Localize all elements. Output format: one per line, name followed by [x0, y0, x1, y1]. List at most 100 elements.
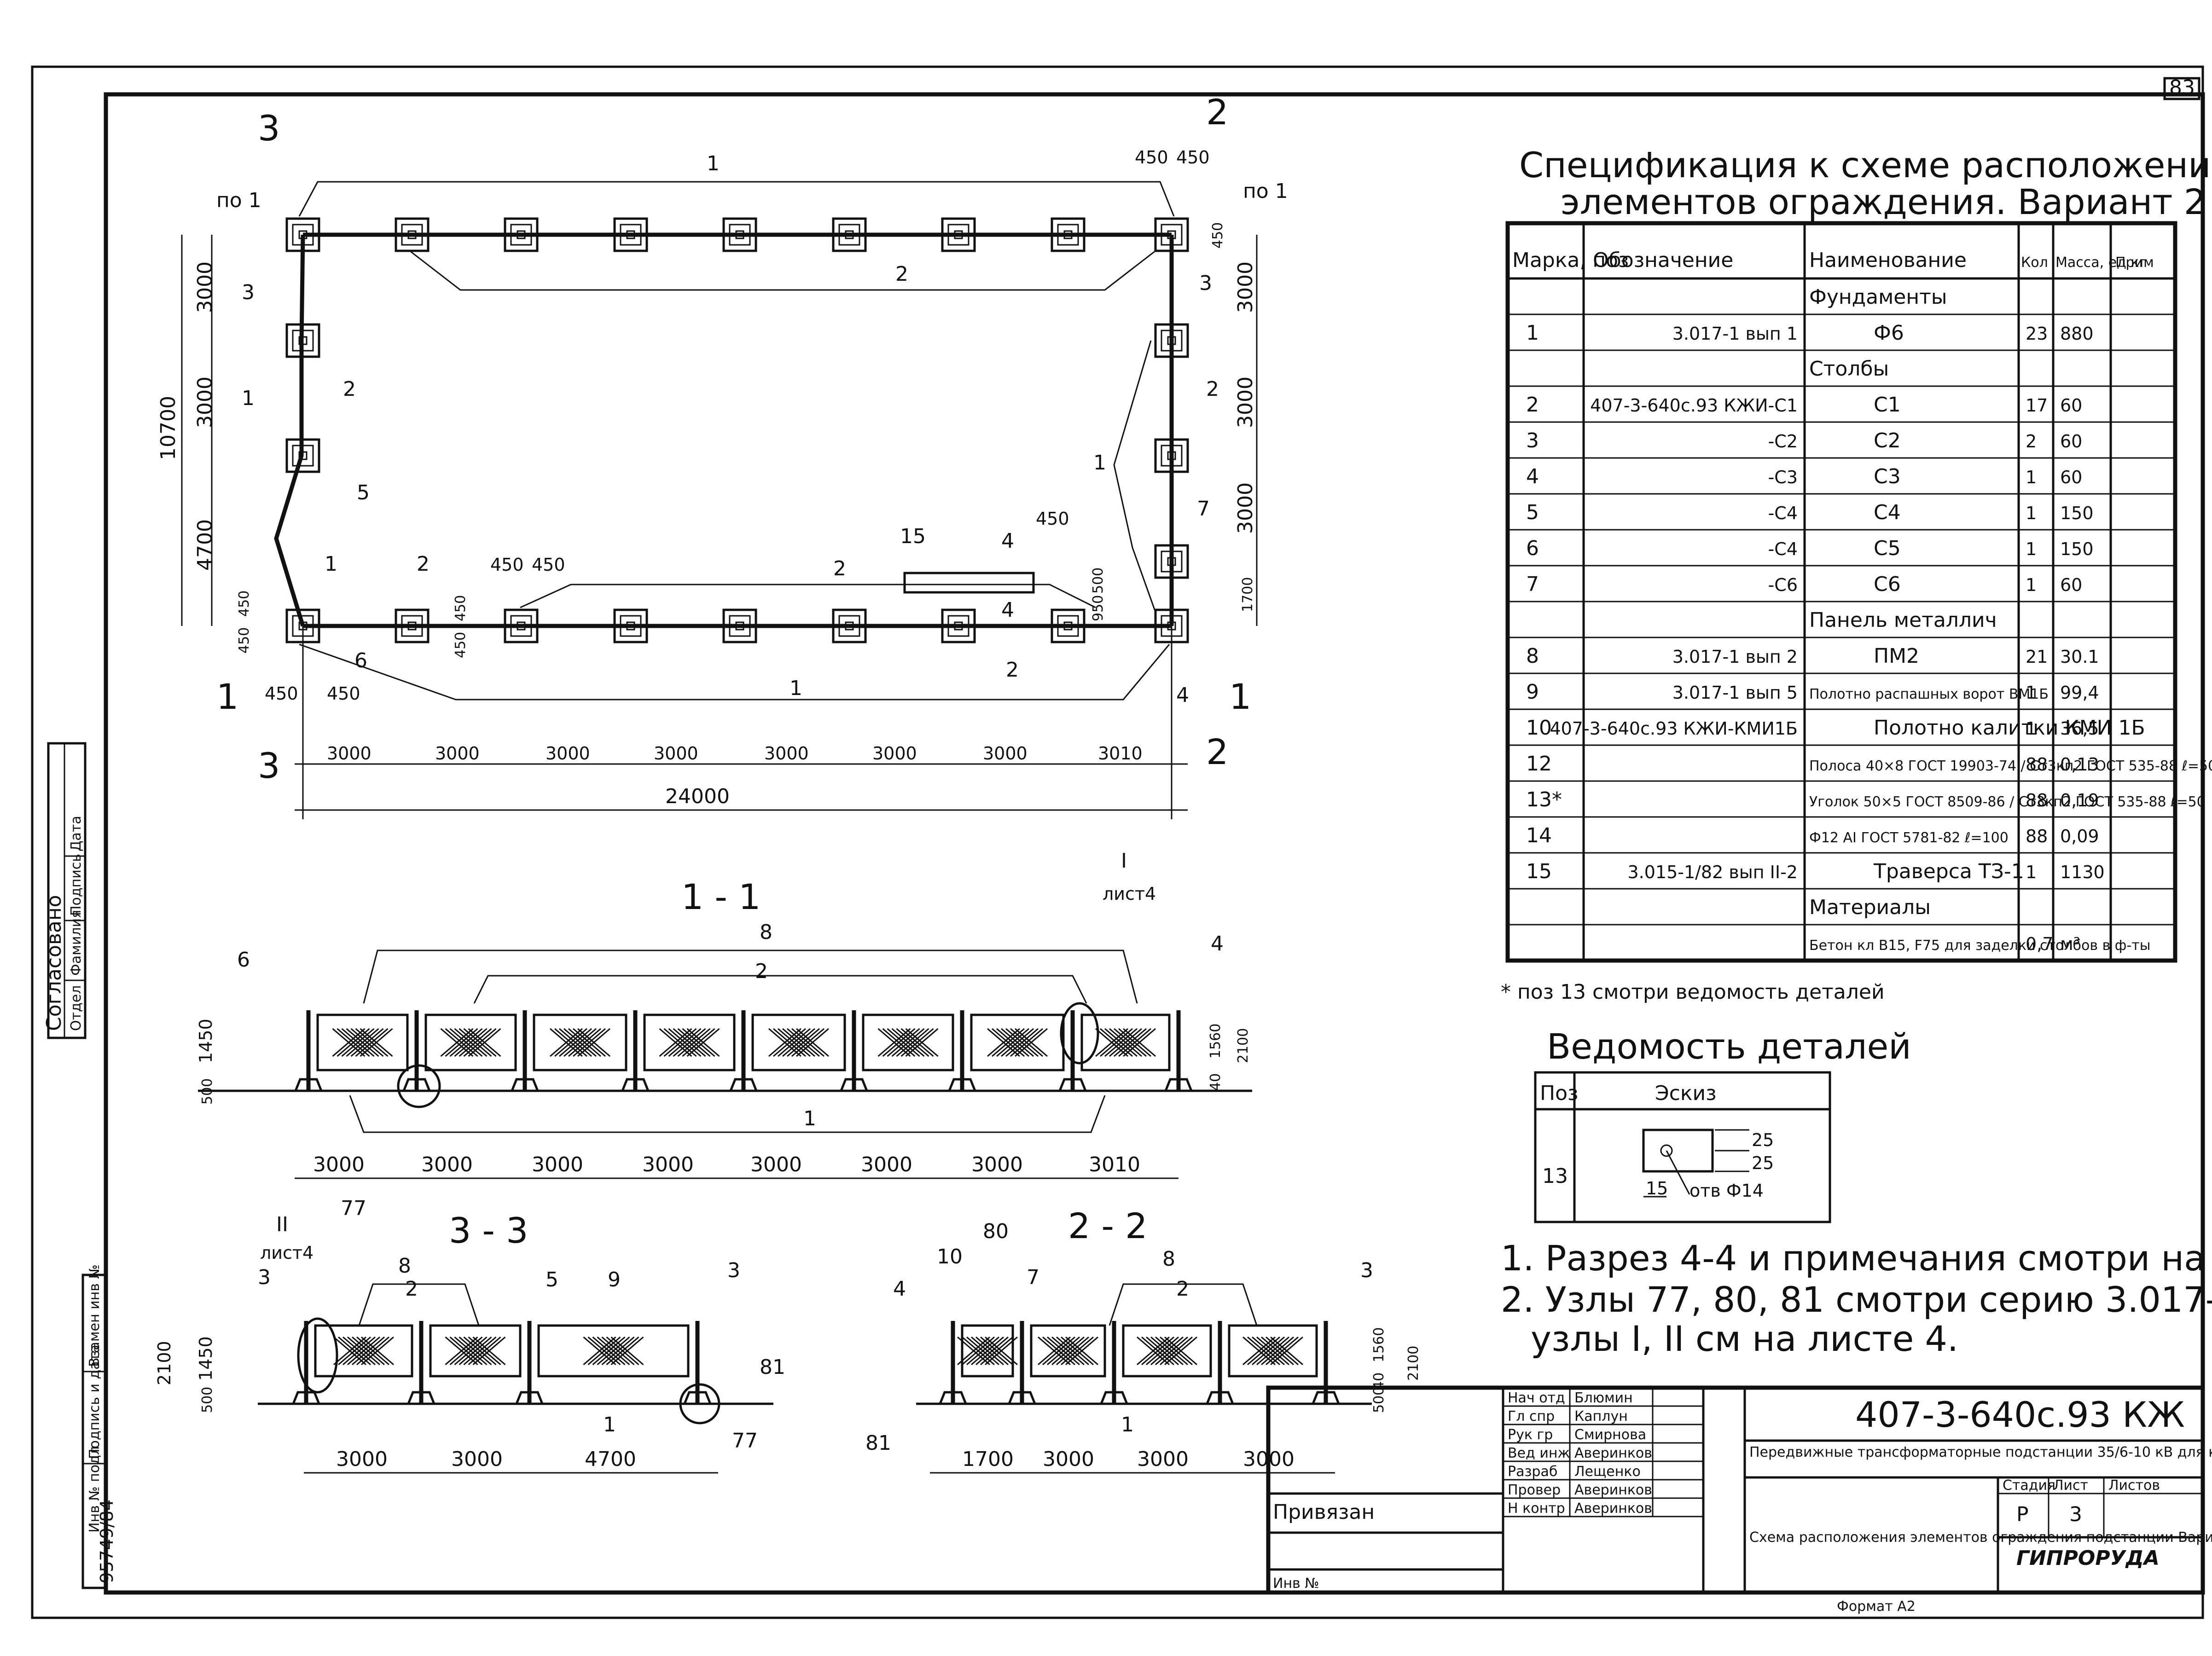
fence-post [729, 1010, 758, 1092]
plan-post [1154, 323, 1189, 358]
sheet-title: Схема расположения элементов ограждения … [1749, 1529, 2212, 1546]
callout: 3 [727, 1259, 740, 1282]
dim-label: 450 [1176, 147, 1210, 168]
dim-label: 1450 [196, 1019, 216, 1063]
dim-label: 3000 [1234, 376, 1257, 428]
callout: 2 [417, 552, 430, 576]
callout: 1 [242, 387, 255, 410]
svg-text:88: 88 [2026, 754, 2048, 775]
fence-panel [643, 1013, 736, 1071]
svg-text:3.017-1 вып 2: 3.017-1 вып 2 [1672, 647, 1798, 667]
svg-text:60: 60 [2060, 575, 2082, 595]
plan-post [1154, 544, 1189, 579]
fence-post [402, 1010, 431, 1092]
dim-label: 40 [1208, 1073, 1224, 1091]
plan-post [285, 323, 320, 358]
spec-row: 12 Полоса 40×8 ГОСТ 19903-74 / Ст3кп2 ГОС… [1526, 752, 2212, 776]
spec-header: Марка, поз [1512, 249, 1629, 272]
svg-text:3.017-1 вып 1: 3.017-1 вып 1 [1672, 324, 1798, 344]
dim-label: 2100 [1405, 1346, 1422, 1381]
callout: 4 [1176, 683, 1189, 707]
approval-stamp: Согласовано Отдел Фамилия Подпись Дата [42, 742, 87, 1039]
svg-text:1: 1 [2026, 718, 2037, 739]
dim-label: 2100 [154, 1341, 174, 1385]
svg-text:30.1: 30.1 [2060, 647, 2099, 667]
callout: 2 [1176, 1277, 1189, 1301]
svg-text:1: 1 [1526, 321, 1539, 345]
fence-panel [314, 1324, 413, 1378]
callout: 4 [1001, 598, 1014, 622]
approval-col: Дата [68, 816, 84, 851]
svg-text:407-3-640с.93 КЖИ-КМИ1Б: 407-3-640с.93 КЖИ-КМИ1Б [1550, 718, 1798, 739]
plan-post [285, 217, 320, 252]
svg-text:150: 150 [2060, 539, 2094, 559]
fence-post [406, 1321, 436, 1405]
plan-post [1154, 438, 1189, 473]
dim-label: 450 [265, 683, 298, 704]
svg-text:Полоса 40×8 ГОСТ 19903-74 / Ст: Полоса 40×8 ГОСТ 19903-74 / Ст3кп2 ГОСТ … [1809, 758, 2212, 774]
svg-text:-С4: -С4 [1768, 503, 1798, 523]
svg-text:Материалы: Материалы [1809, 896, 1931, 919]
callout: 1 [707, 152, 720, 175]
svg-text:С5: С5 [1874, 537, 1901, 560]
spec-footnote: * поз 13 смотри ведомость деталей [1501, 980, 1885, 1004]
bound-label: Привязан [1273, 1500, 1375, 1524]
svg-text:С6: С6 [1874, 573, 1901, 596]
spec-row: Фундаменты [1809, 285, 1947, 309]
svg-text:-С4: -С4 [1768, 539, 1798, 559]
dim-label: 3000 [336, 1448, 388, 1471]
dim-label: 25 [1752, 1153, 1774, 1173]
svg-text:Полотно распашных ворот ВМ1Б: Полотно распашных ворот ВМ1Б [1809, 686, 2049, 702]
callout: 10 [937, 1245, 963, 1268]
dim-label: 3010 [1089, 1153, 1140, 1176]
fence-panel [424, 1013, 517, 1071]
callout: 2 [343, 377, 356, 401]
plan-post [832, 217, 867, 252]
svg-text:С4: С4 [1874, 501, 1901, 524]
svg-text:С2: С2 [1874, 429, 1901, 452]
node-ref-sheet: лист4 [1103, 884, 1156, 904]
dim-label: 500 [199, 1078, 215, 1105]
plan-post [1154, 217, 1189, 252]
node-ref-sheet: лист4 [260, 1243, 314, 1263]
sheet-number: 83 [2169, 76, 2195, 99]
svg-text:1: 1 [2026, 539, 2037, 559]
svg-text:150: 150 [2060, 503, 2094, 523]
svg-text:12: 12 [1526, 752, 1552, 776]
dim-label: 3000 [872, 743, 917, 764]
fence-panel [970, 1013, 1065, 1071]
svg-text:0,7: 0,7 [2026, 934, 2053, 954]
svg-text:-С2: -С2 [1768, 431, 1798, 452]
dim-label: 500 [1090, 567, 1106, 594]
svg-text:36,5: 36,5 [2060, 718, 2099, 739]
spec-title: Спецификация к схеме расположения [1519, 145, 2212, 185]
dim-label: 2100 [1235, 1028, 1251, 1063]
dim-label: 3000 [1234, 482, 1257, 534]
callout: 7 [1027, 1266, 1039, 1289]
doc-code: 407-3-640с.93 КЖ [1855, 1394, 2185, 1435]
svg-text:5: 5 [1526, 501, 1539, 524]
dim-label: 500 [199, 1387, 215, 1413]
fence-post [938, 1321, 968, 1405]
callout: 1 [1093, 451, 1106, 475]
svg-text:Бетон кл В15, F75 для заделки: Бетон кл В15, F75 для заделки столбов в … [1809, 938, 2150, 954]
plan-post [395, 217, 430, 252]
dim-label: 10700 [157, 396, 180, 460]
section-mark: 2 [1206, 731, 1228, 772]
section-mark: 1 [1229, 676, 1251, 717]
dim-label: 950 [1090, 595, 1106, 621]
note-line: 1. Разрез 4-4 и примечания смотри на лис… [1501, 1238, 2212, 1279]
fence-post [294, 1010, 323, 1092]
callout: 1 [803, 1107, 816, 1130]
callout: 4 [1001, 529, 1014, 553]
sheet-number-box [2163, 77, 2200, 100]
svg-text:Траверса ТЗ-1: Траверса ТЗ-1 [1873, 860, 2024, 883]
node-ref: II [276, 1213, 288, 1236]
plan-post [722, 217, 757, 252]
